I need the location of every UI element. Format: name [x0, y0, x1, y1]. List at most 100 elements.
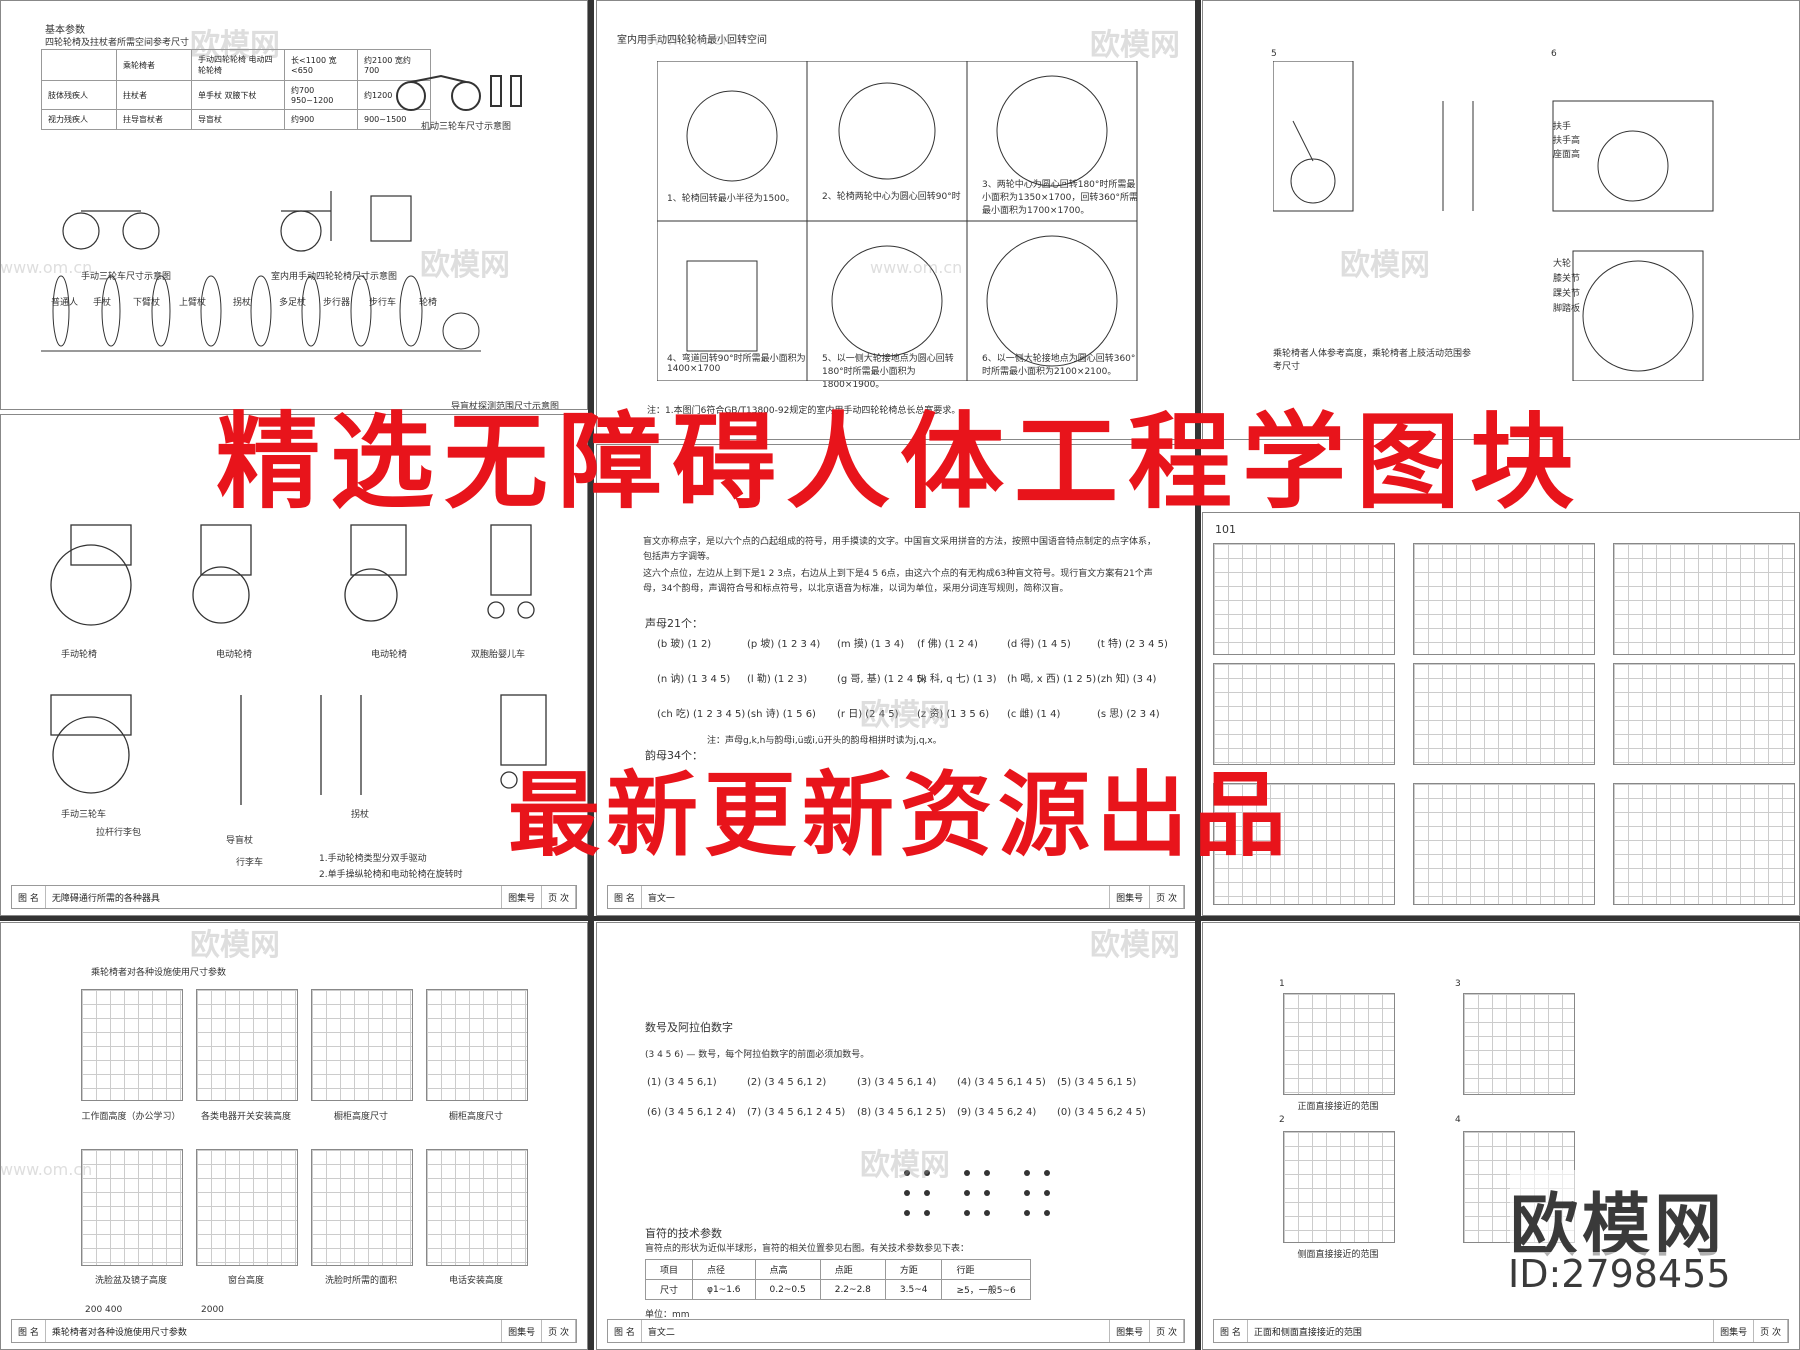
thumb-grid — [1613, 543, 1795, 655]
watermark-url: www.om.cn — [640, 30, 733, 49]
braille-item: (6) (3 4 5 6,1 2 4) — [647, 1107, 736, 1118]
thumb-grid — [1413, 543, 1595, 655]
figure-grid — [311, 1149, 413, 1266]
figure-grid — [196, 989, 298, 1101]
sheet-facility-dimensions: 乘轮椅者对各种设施使用尺寸参数 工作面高度（办公学习） 各类电器开关安装高度 橱… — [0, 922, 588, 1350]
figure-label: 步行车 — [369, 298, 397, 308]
headline: 精选无障碍人体工程学图块 — [215, 401, 1584, 523]
device-drawings — [50, 524, 547, 805]
thumb-grid — [1413, 783, 1595, 905]
watermark: 欧模网 — [860, 698, 950, 733]
caption: 行李车 — [236, 858, 264, 868]
braille-item: (1) (3 4 5 6,1) — [647, 1077, 717, 1088]
caption: 1、轮椅回转最小半径为1500。 — [667, 194, 795, 204]
subline: 最新更新资源出品 — [507, 762, 1292, 869]
watermark-url: www.om.cn — [0, 258, 93, 277]
caption: 电动轮椅 — [371, 650, 408, 660]
braille-item: (ch 吃) (1 2 3 4 5) — [657, 709, 746, 720]
body-dimension-drawings — [1273, 61, 1714, 381]
figure-grid — [81, 989, 183, 1101]
title-block: 图 名乘轮椅者对各种设施使用尺寸参数图集号页 次 — [11, 1319, 577, 1343]
braille-item: (p 坡) (1 2 3 4) — [747, 639, 821, 650]
braille-item: (2) (3 4 5 6,1 2) — [747, 1077, 827, 1088]
figure-label: 多足杖 — [279, 298, 307, 308]
sheet-basic-params: 基本参数 四轮轮椅及拄杖者所需空间参考尺寸 乘轮椅者 手动四轮轮椅 电动四轮轮椅… — [0, 0, 588, 410]
caption: 橱柜高度尺寸 — [448, 1112, 503, 1122]
sheet2-note: 注：1.本图门6符合GB/T13800-92规定的室内用手动四轮轮椅总长总宽要求… — [647, 406, 961, 416]
title-block: 图 名无障碍通行所需的各种器具图集号页 次 — [11, 885, 577, 909]
label-knee: 膝关节 — [1553, 274, 1581, 284]
sheet4-note: 2.单手操纵轮椅和电动轮椅在旋转时 — [319, 870, 463, 880]
label-big-wheel: 大轮 — [1553, 259, 1572, 269]
label-seat-height: 座面高 — [1553, 150, 1581, 160]
figure-label: 手杖 — [93, 298, 112, 308]
braille-dot-diagram — [904, 1170, 1050, 1216]
figure-grid — [196, 1149, 298, 1266]
figure-number: 4 — [1455, 1115, 1461, 1125]
braille-item: (l 勒) (1 2 3) — [747, 674, 808, 685]
braille-item: (d 得) (1 4 5) — [1007, 639, 1071, 650]
braille-item: (n 讷) (1 3 4 5) — [657, 674, 731, 685]
table-row: 项目 点径 点高 点距 方距 行距 — [644, 1259, 1031, 1280]
caption: 洗脸时所需的面积 — [324, 1276, 397, 1286]
figure-grid — [1283, 993, 1395, 1095]
caption: 侧面直接接近的范围 — [1297, 1250, 1379, 1260]
braille-item: (c 雌) (1 4) — [1007, 709, 1061, 720]
caption: 各类电器开关安装高度 — [200, 1112, 291, 1122]
figure-label: 普通人 — [51, 298, 79, 308]
caption: 双胞胎婴儿车 — [471, 650, 526, 660]
braille-item: (0) (3 4 5 6,2 4 5) — [1057, 1107, 1146, 1118]
caption: 手动三轮车 — [61, 810, 107, 820]
braille-intro: 盲文亦称点字，是以六个点的凸起组成的符号，用手摸读的文字。中国盲文采用拼音的方法… — [643, 537, 1157, 562]
numbers-note: (3 4 5 6) — 数号，每个阿拉伯数字的前面必须加数号。 — [645, 1050, 870, 1060]
title-block: 图 名盲文二图集号页 次 — [607, 1319, 1185, 1343]
dim-label: 2000 — [201, 1305, 224, 1315]
braille-item: (7) (3 4 5 6,1 2 4 5) — [747, 1107, 846, 1118]
dim-label: 400 — [105, 1305, 123, 1315]
braille-item: (m 摸) (1 3 4) — [837, 639, 905, 650]
caption: 电动轮椅 — [216, 650, 253, 660]
label-footrest: 脚踏板 — [1553, 304, 1581, 314]
caption: 手动轮椅 — [61, 650, 98, 660]
figure-grid — [1463, 993, 1575, 1095]
caption: 4、弯道回转90°时所需最小面积为1400×1700 — [667, 354, 806, 374]
figure-grid — [426, 989, 528, 1101]
figure-number: 6 — [1551, 49, 1557, 59]
sheet-mobility-devices: 手动轮椅 电动轮椅 电动轮椅 双胞胎婴儿车 手动三轮车 导盲杖 拐杖 拉杆行李包… — [0, 414, 588, 916]
watermark-url: www.om.cn — [870, 258, 963, 277]
table-row: 尺寸 φ1~1.6 0.2~0.5 2.2~2.8 3.5~4 ≥5，一般5~6 — [644, 1279, 1031, 1300]
sheet-thumbnail-overview: 101 — [1202, 512, 1800, 916]
figure-number: 5 — [1271, 49, 1277, 59]
unit-note: 单位：mm — [645, 1310, 690, 1320]
watermark-url: www.om.cn — [0, 1160, 93, 1179]
numbers-heading: 数号及阿拉伯数字 — [645, 1021, 733, 1034]
braille-item: (9) (3 4 5 6,2 4) — [957, 1107, 1037, 1118]
watermark: 欧模网 — [860, 1148, 950, 1183]
thumb-label: 101 — [1215, 523, 1236, 536]
braille-item: (5) (3 4 5 6,1 5) — [1057, 1077, 1137, 1088]
finals-heading: 韵母34个： — [645, 749, 703, 762]
braille-item: (r 日) (2 4 5) — [837, 709, 899, 720]
braille-item: (3) (3 4 5 6,1 4) — [857, 1077, 937, 1088]
braille-item: (8) (3 4 5 6,1 2 5) — [857, 1107, 946, 1118]
figure-grid — [311, 989, 413, 1101]
watermark: 欧模网 — [190, 28, 280, 63]
braille-item: (h 喝, x 西) (1 2 5) — [1007, 674, 1097, 685]
sheet1-subtitle: 四轮轮椅及拄杖者所需空间参考尺寸 — [45, 38, 190, 48]
watermark: 欧模网 — [420, 248, 510, 283]
figure-label: 下臂杖 — [133, 298, 161, 308]
tech-heading: 盲符的技术参数 — [645, 1227, 722, 1240]
caption: 手动三轮车尺寸示意图 — [81, 272, 172, 282]
figure-label: 轮椅 — [419, 298, 438, 308]
figure-number: 2 — [1279, 1115, 1285, 1125]
caption: 机动三轮车尺寸示意图 — [421, 122, 512, 132]
braille-item: (s 思) (2 3 4) — [1097, 709, 1160, 720]
dim-label: 200 — [85, 1305, 103, 1315]
caption: 6、以一侧大轮接地点为圆心回转360°时所需最小面积为2100×2100。 — [982, 354, 1136, 377]
figure-grid — [1283, 1131, 1395, 1243]
braille-item: (t 特) (2 3 4 5) — [1097, 639, 1168, 650]
watermark: 欧模网 — [1090, 28, 1180, 63]
watermark: 欧模网 — [190, 928, 280, 963]
thumb-grid — [1613, 663, 1795, 765]
caption: 导盲杖 — [226, 836, 254, 846]
